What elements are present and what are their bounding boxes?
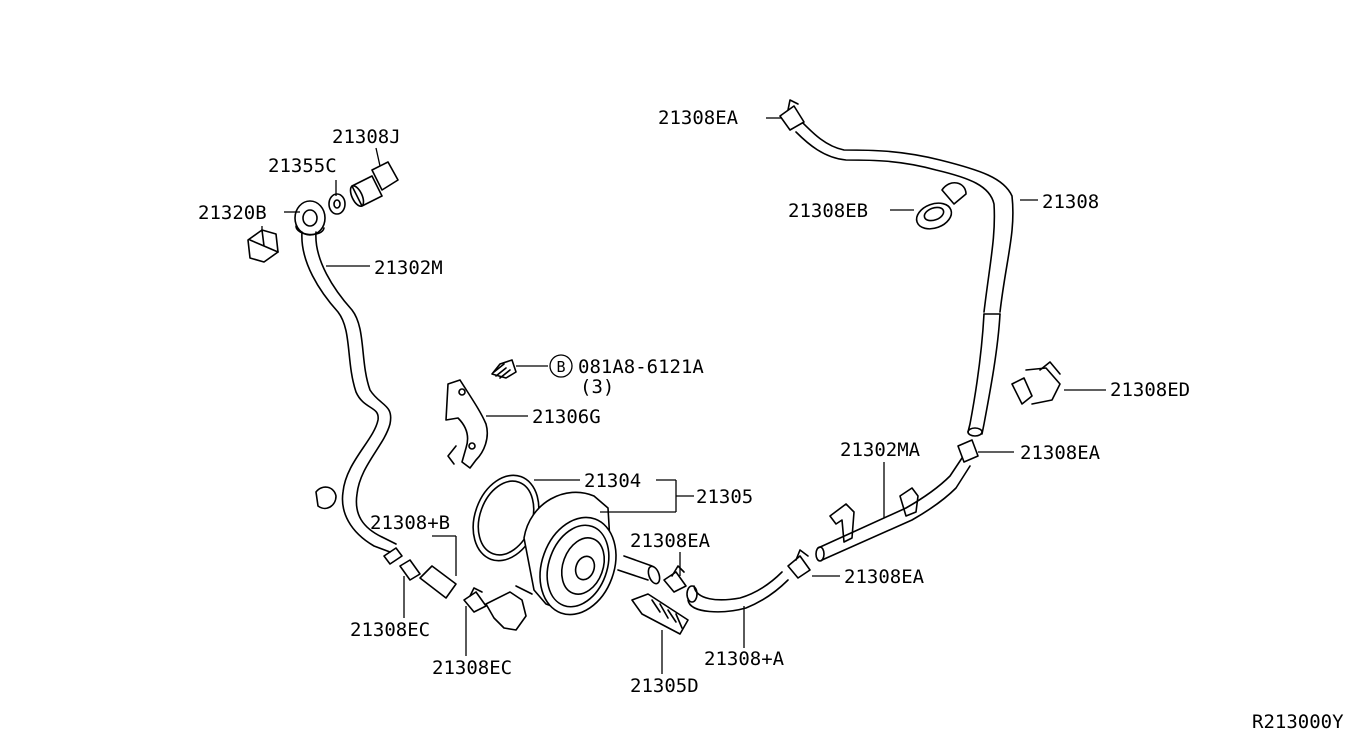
label-21305: 21305: [696, 486, 753, 508]
label-21306G: 21306G: [532, 406, 601, 428]
bolt-mark: B: [549, 354, 573, 378]
bolt-081A8: [491, 359, 517, 379]
label-21308: 21308: [1042, 191, 1099, 213]
label-21308EA-mid: 21308EA: [630, 530, 711, 552]
banjo-fitting: [294, 200, 326, 236]
label-21308J: 21308J: [332, 126, 401, 148]
hose-21308: [795, 119, 1014, 437]
clamp-21308EA-top: [779, 99, 805, 131]
label-21302MA: 21302MA: [840, 439, 921, 461]
label-21320B: 21320B: [198, 202, 267, 224]
connector-21305D: [631, 593, 689, 635]
connector-21308J: [349, 161, 399, 207]
label-bolt-qty: (3): [580, 376, 614, 398]
washer-21355C: [328, 193, 346, 215]
nut-21320B: [247, 229, 279, 263]
hose-21308A: [686, 571, 789, 613]
clamp-21308EA-low: [787, 549, 811, 579]
hose-21302M: [301, 231, 397, 553]
label-bolt-code: 081A8-6121A: [578, 356, 704, 378]
label-21308EC-mid: 21308EC: [432, 657, 512, 679]
tube-21302MA: [815, 457, 971, 562]
bolt-mark-letter: B: [556, 358, 565, 376]
diagram-ref-code: R213000Y: [1252, 711, 1344, 733]
label-21308B: 21308+B: [370, 512, 450, 534]
clamp-21308EB: [915, 182, 967, 230]
label-21308EA-top: 21308EA: [658, 107, 739, 129]
label-21308A: 21308+A: [704, 648, 785, 670]
label-21308EB: 21308EB: [788, 200, 868, 222]
clip-21308ED: [1011, 361, 1061, 405]
label-21355C: 21355C: [268, 155, 337, 177]
label-21304: 21304: [584, 470, 641, 492]
label-21308EA-right: 21308EA: [1020, 442, 1101, 464]
clamp-21308EC-left: [383, 547, 421, 581]
oil-cooler-21305: [485, 491, 617, 631]
label-21308EC-left: 21308EC: [350, 619, 430, 641]
hose-21308B: [419, 565, 457, 599]
label-21308EA-low: 21308EA: [844, 566, 925, 588]
bracket-21306G: [445, 379, 489, 469]
clamp-21308EA-mid: [663, 565, 687, 593]
leader-lines: [261, 117, 1106, 674]
label-21308ED: 21308ED: [1110, 379, 1190, 401]
label-21305D: 21305D: [630, 675, 699, 697]
outlet-pipe: [617, 555, 661, 585]
clamp-21308EA-right: [957, 439, 979, 463]
clamp-21308EC-mid: [463, 587, 487, 613]
label-21302M: 21302M: [374, 257, 443, 279]
